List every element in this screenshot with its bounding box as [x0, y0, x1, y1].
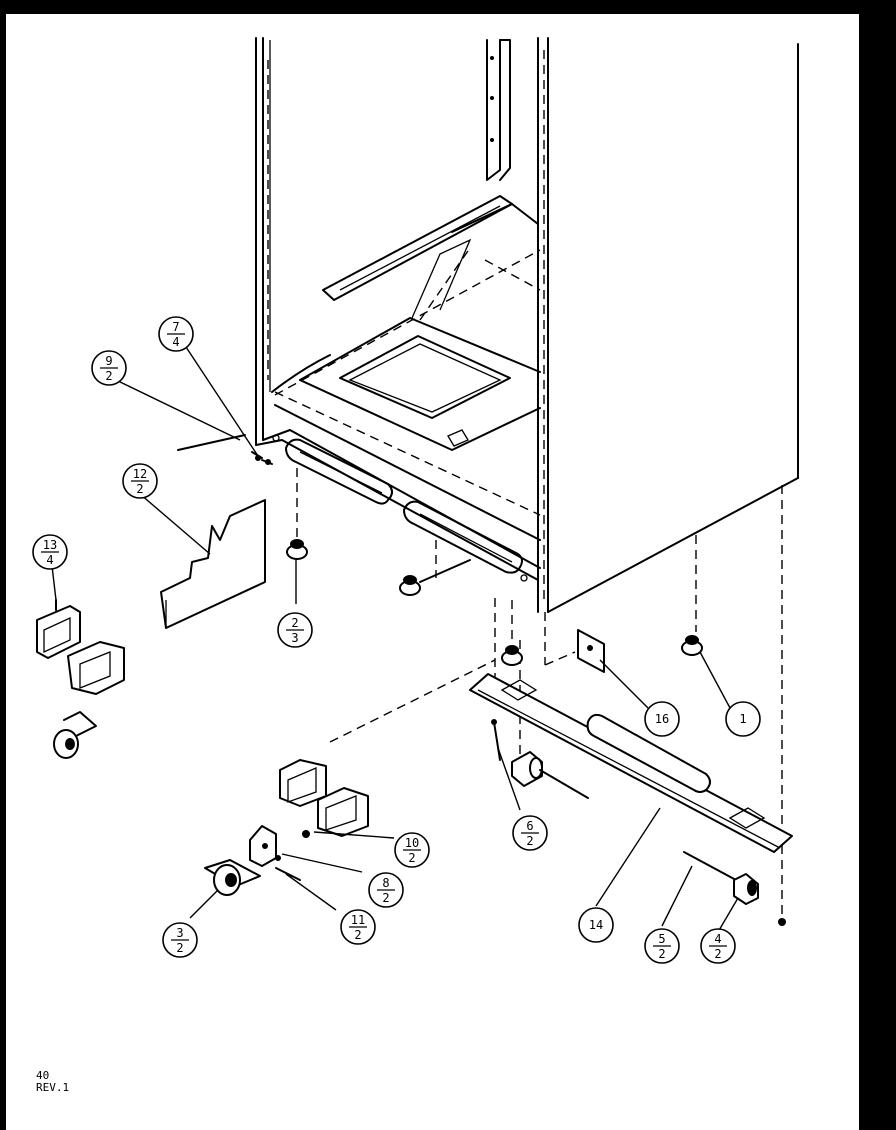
callout-quantity: 2 — [176, 941, 183, 955]
page-number: 40 — [36, 1069, 50, 1082]
callout-number: 4 — [714, 932, 721, 946]
callout-quantity: 2 — [354, 928, 361, 942]
leveling-leg-rear — [681, 635, 703, 656]
callout-9: 92 — [91, 350, 127, 386]
callout-4: 42 — [700, 928, 736, 964]
front-base-rail — [469, 673, 793, 853]
callout-quantity: 2 — [136, 482, 143, 496]
callout-circle — [725, 701, 761, 737]
callout-number: 13 — [43, 538, 57, 552]
callout-number: 10 — [405, 836, 419, 850]
callout-2: 23 — [277, 612, 313, 648]
callout-quantity: 2 — [658, 947, 665, 961]
callout-number: 9 — [105, 354, 112, 368]
toe-grille-panel — [160, 499, 266, 629]
callout-6: 62 — [512, 815, 548, 851]
cam-assembly — [491, 719, 589, 799]
mounting-bracket — [577, 629, 605, 673]
front-roller-assembly — [204, 825, 310, 896]
callout-number: 6 — [526, 819, 533, 833]
revision-label: REV.1 — [36, 1081, 70, 1094]
callout-number: 7 — [172, 320, 179, 334]
leveling-leg-center — [399, 559, 471, 596]
callout-13: 134 — [32, 534, 68, 570]
callout-number: 11 — [351, 913, 365, 927]
callout-1: 1 — [725, 701, 761, 737]
callout-quantity: 2 — [382, 891, 389, 905]
refrigerator-cabinet — [251, 37, 799, 613]
callout-circle — [644, 701, 680, 737]
callout-number: 1 — [739, 712, 746, 726]
callout-11: 112 — [340, 909, 376, 945]
callout-number: 12 — [133, 467, 147, 481]
roller-axle — [683, 851, 759, 905]
callout-quantity: 4 — [46, 553, 53, 567]
callout-quantity: 2 — [714, 947, 721, 961]
callout-7: 74 — [158, 316, 194, 352]
callout-quantity: 3 — [291, 631, 298, 645]
callout-quantity: 2 — [408, 851, 415, 865]
callout-number: 16 — [655, 712, 669, 726]
leveling-leg-right — [501, 645, 523, 666]
callout-number: 14 — [589, 918, 603, 932]
callout-12: 122 — [122, 463, 158, 499]
callout-quantity: 2 — [105, 369, 112, 383]
callout-10: 102 — [394, 832, 430, 868]
callout-number: 3 — [176, 926, 183, 940]
callout-3: 32 — [162, 922, 198, 958]
callout-quantity: 4 — [172, 335, 179, 349]
callout-14: 14 — [578, 907, 614, 943]
callout-circle — [578, 907, 614, 943]
callout-number: 2 — [291, 616, 298, 630]
rear-screw — [778, 918, 786, 926]
roller-bracket-assembly — [36, 599, 125, 759]
callout-16: 16 — [644, 701, 680, 737]
callout-number: 8 — [382, 876, 389, 890]
callout-5: 52 — [644, 928, 680, 964]
leader-lines — [51, 343, 739, 933]
leveling-leg-left — [286, 539, 308, 560]
callout-quantity: 2 — [526, 834, 533, 848]
front-roller-bracket — [279, 759, 369, 837]
callout-number: 5 — [658, 932, 665, 946]
callout-8: 82 — [368, 872, 404, 908]
